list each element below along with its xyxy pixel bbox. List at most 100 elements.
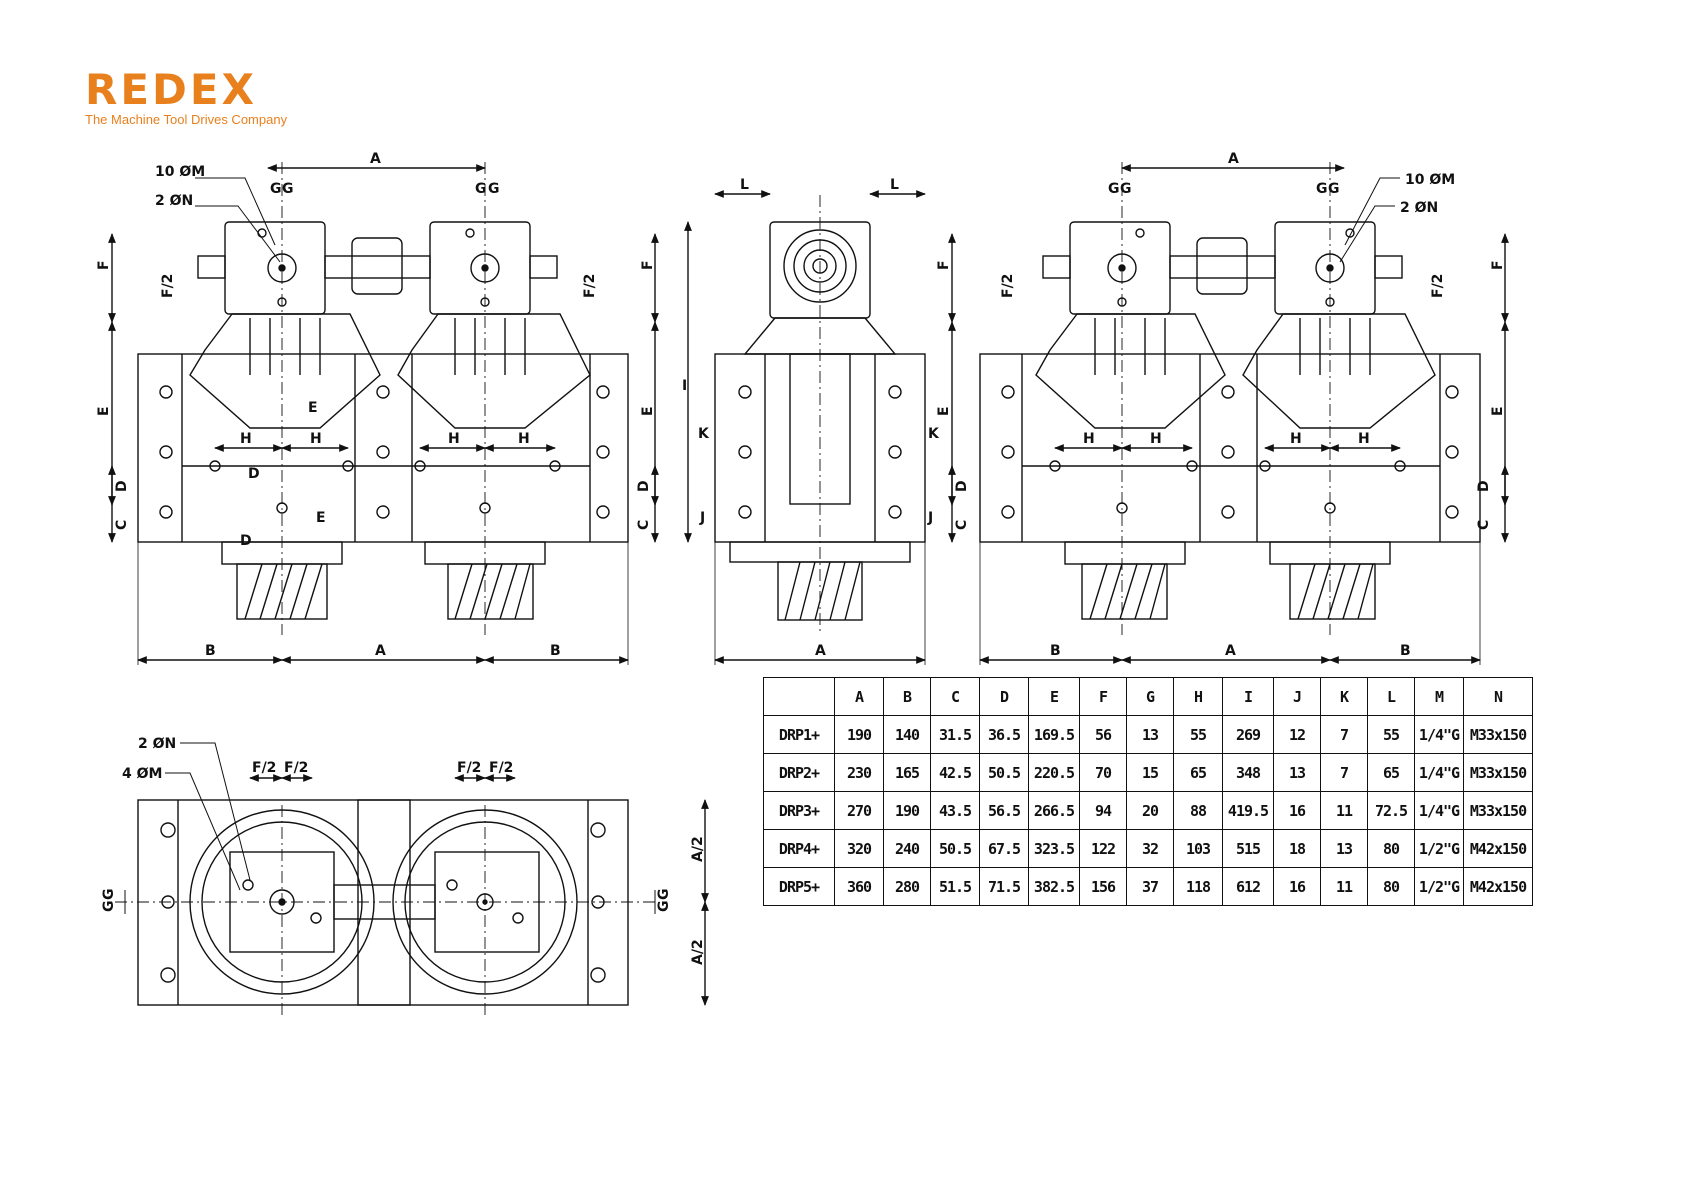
dim-f2-label: F/2 [160,274,176,298]
dim-f-label: F [1490,260,1506,270]
section-e-label: E [316,510,326,526]
dim-g-label: G [270,181,282,197]
table-cell: 165 [883,753,931,792]
table-cell: 50.5 [979,753,1029,792]
table-cell: 43.5 [930,791,980,830]
table-cell: 20 [1126,791,1174,830]
dim-k-label: K [928,426,940,442]
table-cell: 1/2"G [1414,867,1464,906]
dim-d-label: D [954,480,970,492]
table-cell: 56.5 [979,791,1029,830]
table-row-model: DRP3+ [763,791,835,830]
table-header-cell [763,677,835,716]
dim-g-label: G [488,181,500,197]
dim-h-label: H [1290,431,1302,447]
table-header-cell: M [1414,677,1464,716]
table-cell: 71.5 [979,867,1029,906]
redex-logo: REDEX The Machine Tool Drives Company [85,69,288,128]
table-cell: 118 [1173,867,1223,906]
side-view-middle [684,190,926,665]
dim-g-label: G [101,889,117,901]
dim-i-label: I [682,378,687,394]
callout-2n: 2 ØN [155,193,193,209]
table-cell: 70 [1079,753,1127,792]
table-cell: 140 [883,715,931,754]
table-cell: 266.5 [1028,791,1080,830]
logo-tagline: The Machine Tool Drives Company [85,112,288,127]
table-cell: 348 [1222,753,1274,792]
dim-e-label: E [96,406,112,416]
table-cell: 18 [1273,829,1321,868]
dim-c-label: C [114,520,130,530]
table-row-model: DRP4+ [763,829,835,868]
dim-a-label: A [1228,151,1239,167]
table-cell: 32 [1126,829,1174,868]
table-cell: 88 [1173,791,1223,830]
table-cell: 7 [1320,715,1368,754]
table-cell: 12 [1273,715,1321,754]
table-cell: 320 [834,829,884,868]
dim-c-label: C [636,520,652,530]
table-cell: 65 [1173,753,1223,792]
table-cell: M33x150 [1463,753,1533,792]
dim-e-label: E [640,406,656,416]
table-cell: 16 [1273,867,1321,906]
callout-4m: 4 ØM [122,766,162,782]
table-cell: M42x150 [1463,867,1533,906]
dim-f2-label: F/2 [1000,274,1016,298]
table-cell: 169.5 [1028,715,1080,754]
table-cell: 240 [883,829,931,868]
dim-f2-label: F/2 [582,274,598,298]
table-cell: M42x150 [1463,829,1533,868]
dim-a2-label: A/2 [690,836,706,862]
table-cell: 13 [1126,715,1174,754]
table-cell: 16 [1273,791,1321,830]
table-cell: 269 [1222,715,1274,754]
table-cell: 56 [1079,715,1127,754]
table-row-model: DRP1+ [763,715,835,754]
table-cell: 11 [1320,867,1368,906]
table-cell: 1/4"G [1414,791,1464,830]
dim-h-label: H [1358,431,1370,447]
dim-h-label: H [1150,431,1162,447]
dim-k-label: K [698,426,710,442]
dim-h-label: H [310,431,322,447]
dim-c-label: C [954,520,970,530]
table-cell: 31.5 [930,715,980,754]
table-header-cell: G [1126,677,1174,716]
dim-d-label: D [636,480,652,492]
callout-2n: 2 ØN [1400,200,1438,216]
table-cell: 419.5 [1222,791,1274,830]
dim-e-label: E [936,406,952,416]
table-cell: 80 [1367,829,1415,868]
dim-h-label: H [518,431,530,447]
dim-f-label: F [640,260,656,270]
table-cell: 230 [834,753,884,792]
dim-f-label: F [936,260,952,270]
table-cell: 612 [1222,867,1274,906]
table-header-cell: E [1028,677,1080,716]
top-view [115,742,709,1015]
table-cell: 15 [1126,753,1174,792]
dim-a-label: A [1225,643,1236,659]
table-cell: 36.5 [979,715,1029,754]
table-cell: M33x150 [1463,715,1533,754]
table-cell: 42.5 [930,753,980,792]
table-cell: 65 [1367,753,1415,792]
table-cell: 72.5 [1367,791,1415,830]
dim-f2-label: F/2 [1430,274,1446,298]
dim-g-label: G [1328,181,1340,197]
dim-a-label: A [370,151,381,167]
dim-h-label: H [240,431,252,447]
table-cell: 80 [1367,867,1415,906]
table-cell: 103 [1173,829,1223,868]
dim-g-label: G [1108,181,1120,197]
table-cell: 156 [1079,867,1127,906]
table-cell: 67.5 [979,829,1029,868]
table-header-cell: C [930,677,980,716]
front-view-right [948,162,1509,665]
table-cell: 7 [1320,753,1368,792]
